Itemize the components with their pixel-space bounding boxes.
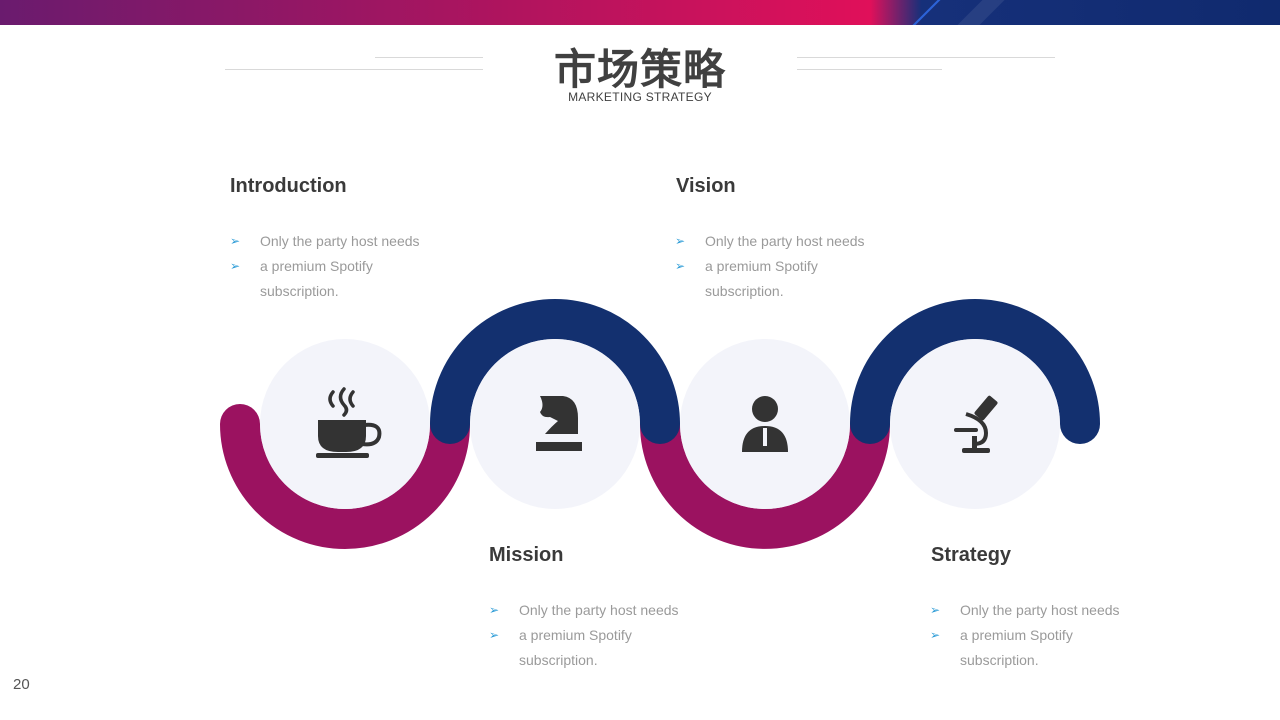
step-circle-4 (890, 339, 1060, 509)
title-rule-left-short (375, 57, 483, 58)
bullet-text: Only the party host needs (705, 233, 865, 249)
title-rule-right (797, 57, 1055, 58)
arrow-bullet-icon: ➢ (675, 259, 686, 273)
bullet-continuation: subscription. (960, 652, 1039, 668)
arrow-bullet-icon: ➢ (489, 628, 500, 642)
bullet-text: Only the party host needs (260, 233, 420, 249)
microscope-icon (954, 395, 998, 453)
bullet-text: a premium Spotify (260, 258, 373, 274)
arrow-bullet-icon: ➢ (230, 259, 241, 273)
title-rule-right-short (797, 69, 942, 70)
page-title: 市场策略 (553, 45, 726, 94)
bullet-text: Only the party host needs (519, 602, 679, 618)
arrow-bullet-icon: ➢ (930, 603, 941, 617)
arrow-bullet-icon: ➢ (489, 603, 500, 617)
list-item: ➢ Only the party host needs (489, 598, 719, 623)
page-number: 20 (13, 676, 30, 693)
title-rule-left (225, 69, 483, 70)
step-bullets-strategy: ➢ Only the party host needs ➢ a premium Sp… (930, 598, 1160, 673)
wave-arc-4 (850, 299, 1100, 444)
arrow-bullet-icon: ➢ (230, 234, 241, 248)
arrow-bullet-icon: ➢ (675, 234, 686, 248)
list-item: ➢ a premium Spotify (230, 254, 460, 279)
list-item: ➢ a premium Spotify (675, 254, 905, 279)
list-item: ➢ a premium Spotify (930, 623, 1160, 648)
list-item: ➢ Only the party host needs (930, 598, 1160, 623)
bullet-continuation: subscription. (705, 283, 784, 299)
bullet-continuation: subscription. (260, 283, 339, 299)
wave-arc-1 (220, 404, 470, 549)
coffee-cup-icon (316, 387, 382, 458)
businessman-icon (742, 396, 788, 452)
top-banner (0, 0, 1280, 25)
step-bullets-vision: ➢ Only the party host needs ➢ a premium Sp… (675, 229, 905, 304)
bullet-text: a premium Spotify (705, 258, 818, 274)
step-bullets-mission: ➢ Only the party host needs ➢ a premium Sp… (489, 598, 719, 673)
wave-arc-2 (430, 299, 680, 444)
wave-arc-3 (640, 404, 890, 549)
step-heading-introduction: Introduction (230, 175, 347, 197)
chess-knight-icon (536, 396, 582, 451)
page-subtitle: MARKETING STRATEGY (568, 90, 712, 104)
list-item: ➢ Only the party host needs (230, 229, 460, 254)
step-heading-vision: Vision (676, 175, 736, 197)
bullet-text: a premium Spotify (519, 627, 632, 643)
list-item: ➢ Only the party host needs (675, 229, 905, 254)
step-heading-strategy: Strategy (931, 544, 1012, 566)
step-bullets-introduction: ➢ Only the party host needs ➢ a premium Sp… (230, 229, 460, 304)
bullet-text: Only the party host needs (960, 602, 1120, 618)
list-item: ➢ a premium Spotify (489, 623, 719, 648)
step-circle-3 (680, 339, 850, 509)
bullet-text: a premium Spotify (960, 627, 1073, 643)
bullet-continuation: subscription. (519, 652, 598, 668)
arrow-bullet-icon: ➢ (930, 628, 941, 642)
step-heading-mission: Mission (489, 544, 564, 566)
